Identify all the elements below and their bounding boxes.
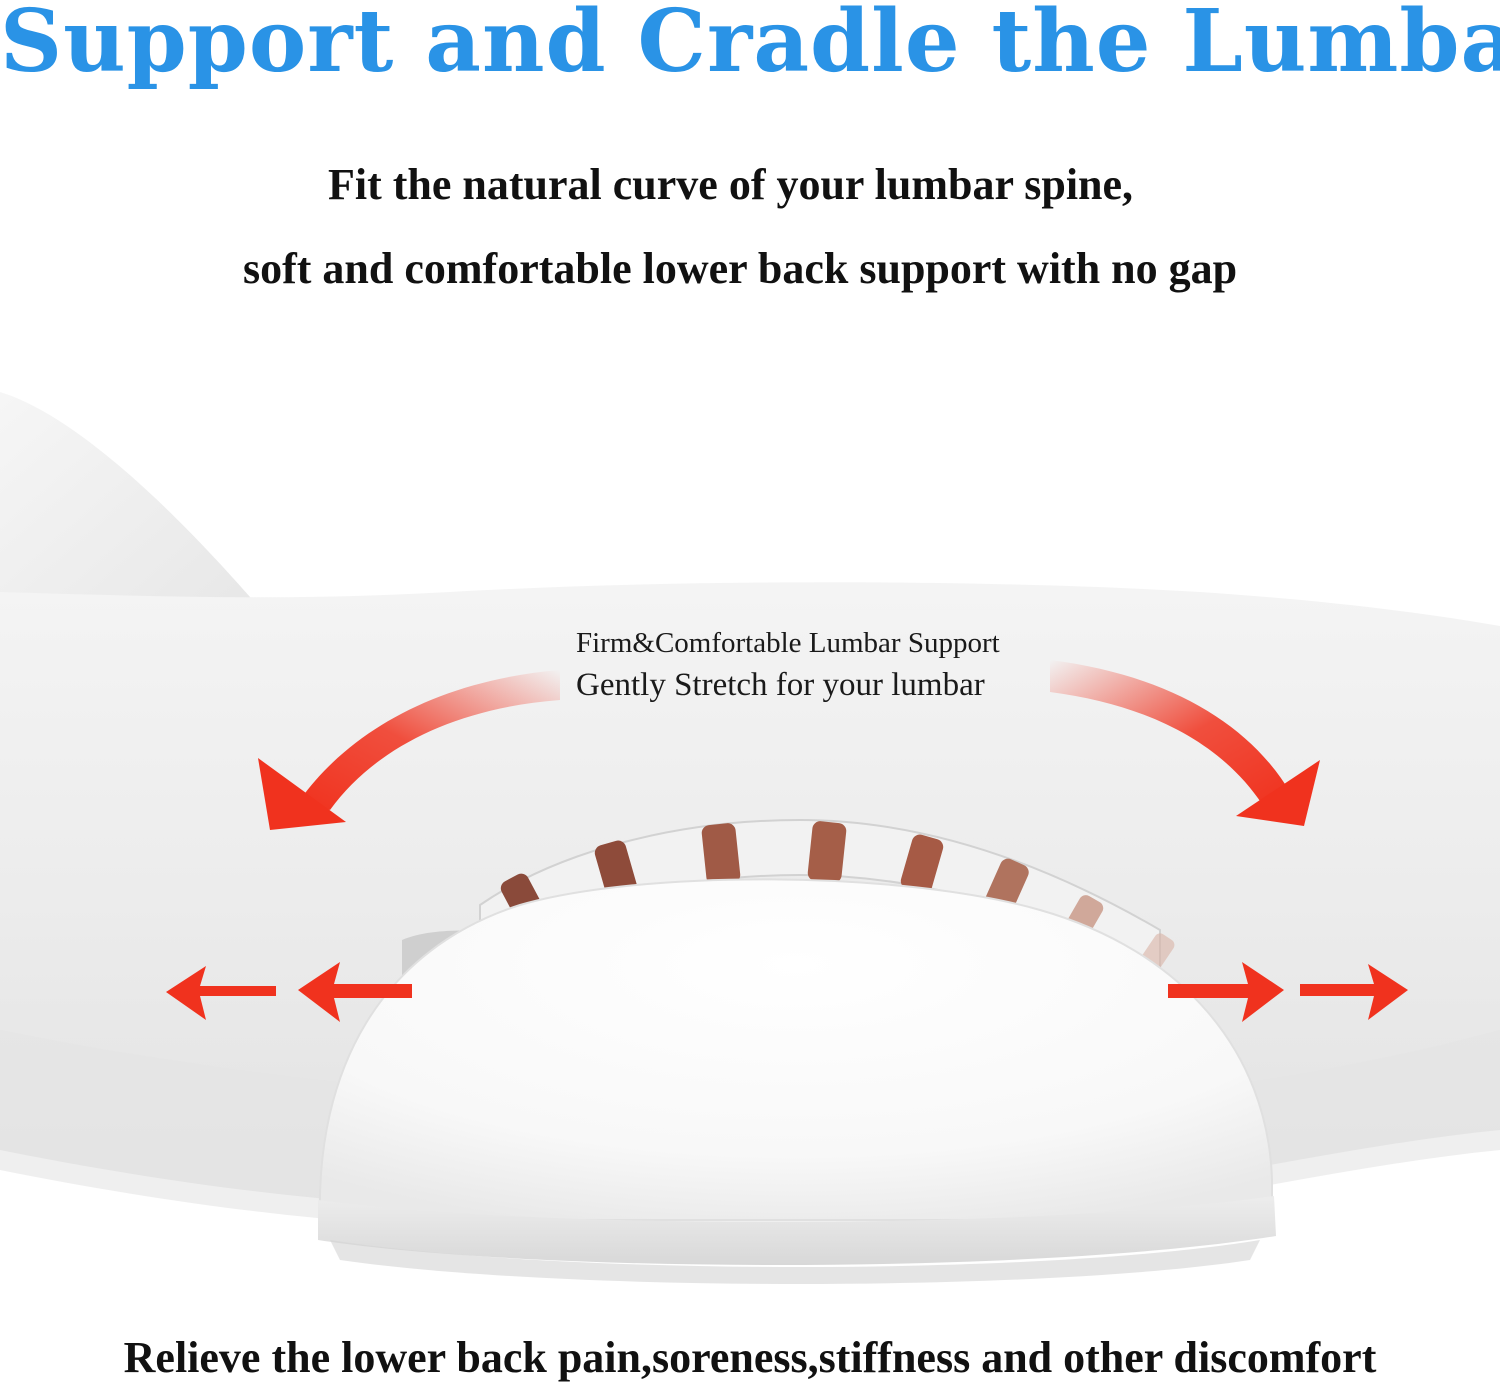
lumbar-pillow-illustration bbox=[0, 330, 1500, 1330]
headline: Support and Cradle the Lumbar bbox=[0, 0, 1500, 92]
curved-arrow-right-icon bbox=[1050, 660, 1320, 826]
body-arm bbox=[0, 392, 270, 630]
arrow-right-icon bbox=[1168, 962, 1408, 1022]
subtitle-line-1: Fit the natural curve of your lumbar spi… bbox=[328, 160, 1134, 209]
subtitle-line-2: soft and comfortable lower back support … bbox=[243, 244, 1238, 293]
pillow-dome bbox=[318, 878, 1273, 1221]
arrow-left-icon bbox=[166, 962, 412, 1022]
curved-arrow-left-icon bbox=[258, 670, 560, 830]
caption-line-2: Gently Stretch for your lumbar bbox=[576, 667, 985, 703]
footer-text: Relieve the lower back pain,soreness,sti… bbox=[123, 1333, 1377, 1382]
pillow-base bbox=[318, 1196, 1276, 1266]
caption-line-1: Firm&Comfortable Lumbar Support bbox=[576, 627, 1000, 659]
pillow-ground-shadow bbox=[330, 1240, 1260, 1284]
illustration-svg bbox=[0, 392, 1500, 1284]
